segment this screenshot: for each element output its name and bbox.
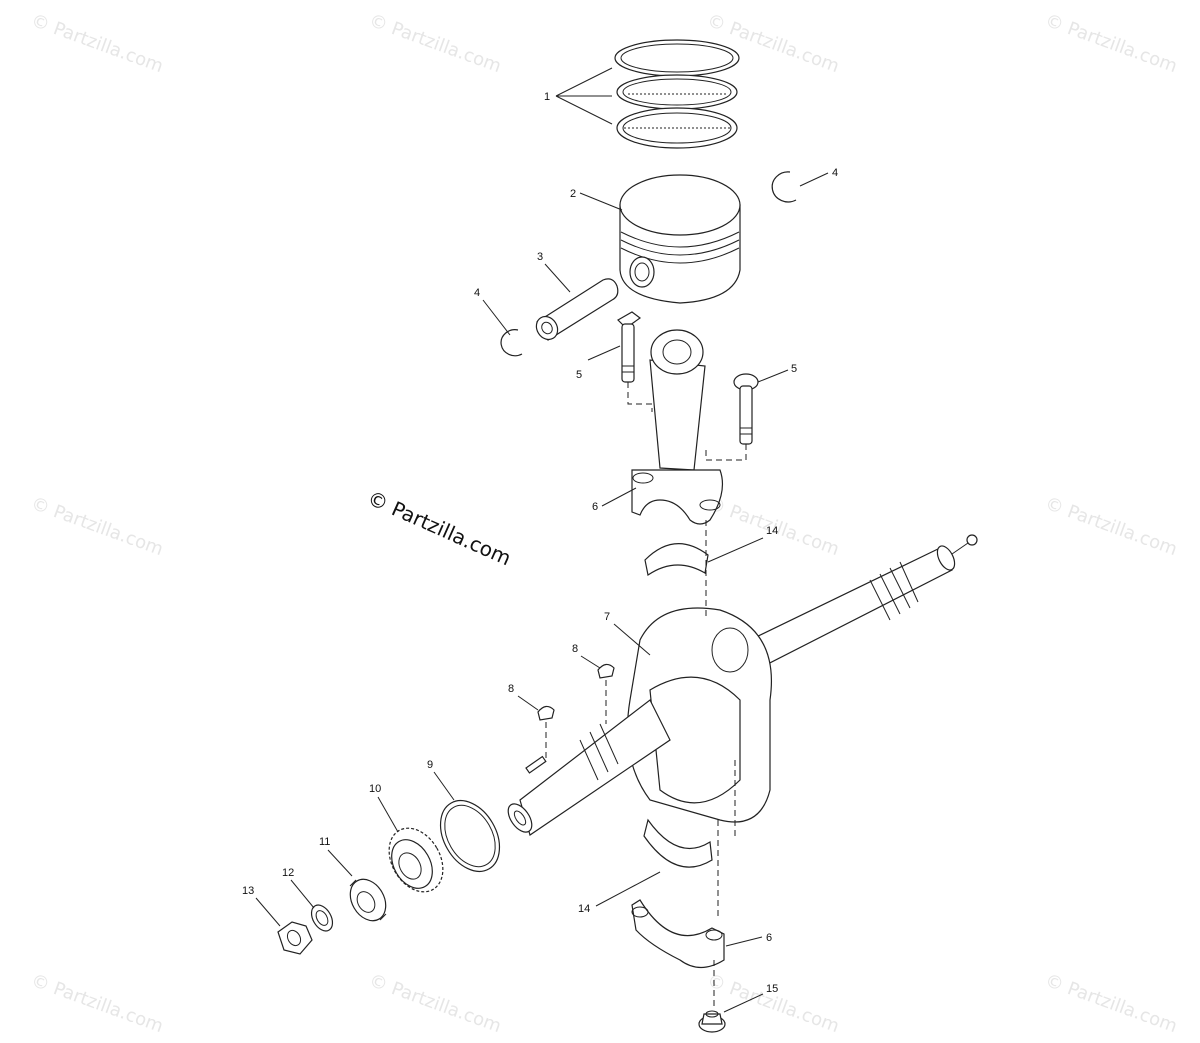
callout-label: 5 (791, 363, 797, 375)
watermark-text: © Partzilla.com (704, 970, 842, 1037)
callout-label: 1 (544, 91, 550, 103)
callout-label: 8 (508, 683, 514, 695)
callout-label: 6 (592, 501, 598, 513)
callout-6-bottom: 6 (725, 932, 772, 947)
callout-9: 9 (427, 759, 455, 801)
rod-bolt-right[interactable] (733, 373, 759, 445)
callout-label: 8 (572, 643, 578, 655)
timing-gear[interactable] (378, 819, 454, 902)
callout-label: 11 (319, 836, 330, 848)
callout-13: 13 (242, 885, 281, 927)
callout-label: 15 (766, 983, 778, 995)
watermark-text: © Partzilla.com (1042, 970, 1180, 1037)
piston-pin[interactable] (532, 278, 619, 344)
callout-4-left: 4 (474, 287, 511, 336)
crankshaft[interactable] (503, 534, 978, 836)
callout-label: 2 (570, 188, 576, 200)
callout-label: 14 (766, 525, 778, 537)
callout-label: 9 (427, 759, 433, 771)
callout-14-upper: 14 (707, 525, 778, 563)
callout-label: 7 (604, 611, 610, 623)
callout-label: 13 (242, 885, 254, 897)
watermark-text: © Partzilla.com (28, 10, 166, 77)
callout-4-right: 4 (799, 167, 838, 187)
callout-6-top: 6 (592, 487, 637, 513)
flange-nut[interactable] (698, 1010, 726, 1033)
connecting-rod[interactable] (631, 329, 723, 525)
assembly-line (705, 444, 747, 461)
hex-nut[interactable] (277, 921, 313, 955)
lock-washer[interactable] (307, 901, 337, 934)
piston[interactable] (619, 174, 741, 304)
woodruff-key-lower[interactable] (537, 705, 555, 721)
callout-3: 3 (537, 251, 571, 293)
callout-8-lower: 8 (508, 683, 539, 711)
rod-bolt-left[interactable] (617, 311, 642, 383)
thrust-washer[interactable] (428, 790, 511, 882)
watermark-text: © Partzilla.com (1042, 10, 1180, 77)
assembly-line (627, 382, 653, 412)
watermark-group: © Partzilla.com © Partzilla.com © Partzi… (28, 10, 1180, 1037)
watermark-text: © Partzilla.com (366, 10, 504, 77)
watermark-text: © Partzilla.com (28, 493, 166, 560)
callout-label: 4 (832, 167, 838, 179)
bearing-shell-lower[interactable] (643, 818, 713, 868)
callout-label: 10 (369, 783, 381, 795)
callout-7: 7 (604, 611, 651, 656)
callout-15: 15 (723, 983, 778, 1013)
watermark-main: © Partzilla.com (364, 486, 515, 571)
callout-2: 2 (570, 188, 623, 211)
callout-label: 4 (474, 287, 480, 299)
watermark-text: © Partzilla.com (28, 970, 166, 1037)
callout-8-upper: 8 (572, 643, 601, 669)
callout-10: 10 (369, 783, 399, 833)
callout-5-left: 5 (576, 345, 621, 381)
callout-label: 3 (537, 251, 543, 263)
bearing-shell-upper[interactable] (644, 543, 709, 577)
watermark-text: © Partzilla.com (1042, 493, 1180, 560)
callout-14-lower: 14 (578, 871, 661, 915)
callout-11: 11 (319, 836, 353, 877)
watermark-text: © Partzilla.com (366, 970, 504, 1037)
callout-label: 5 (576, 369, 582, 381)
rod-cap[interactable] (631, 899, 725, 969)
circlip-left[interactable] (500, 329, 523, 357)
callout-label: 12 (282, 867, 294, 879)
woodruff-key-upper[interactable] (597, 663, 615, 679)
crank-nut[interactable] (343, 873, 393, 927)
piston-rings[interactable] (614, 39, 740, 149)
callout-1: 1 (544, 67, 613, 125)
callout-12: 12 (282, 867, 315, 909)
callout-label: 6 (766, 932, 772, 944)
circlip-right[interactable] (771, 171, 797, 203)
callout-label: 14 (578, 903, 590, 915)
callout-5-right: 5 (757, 363, 797, 383)
